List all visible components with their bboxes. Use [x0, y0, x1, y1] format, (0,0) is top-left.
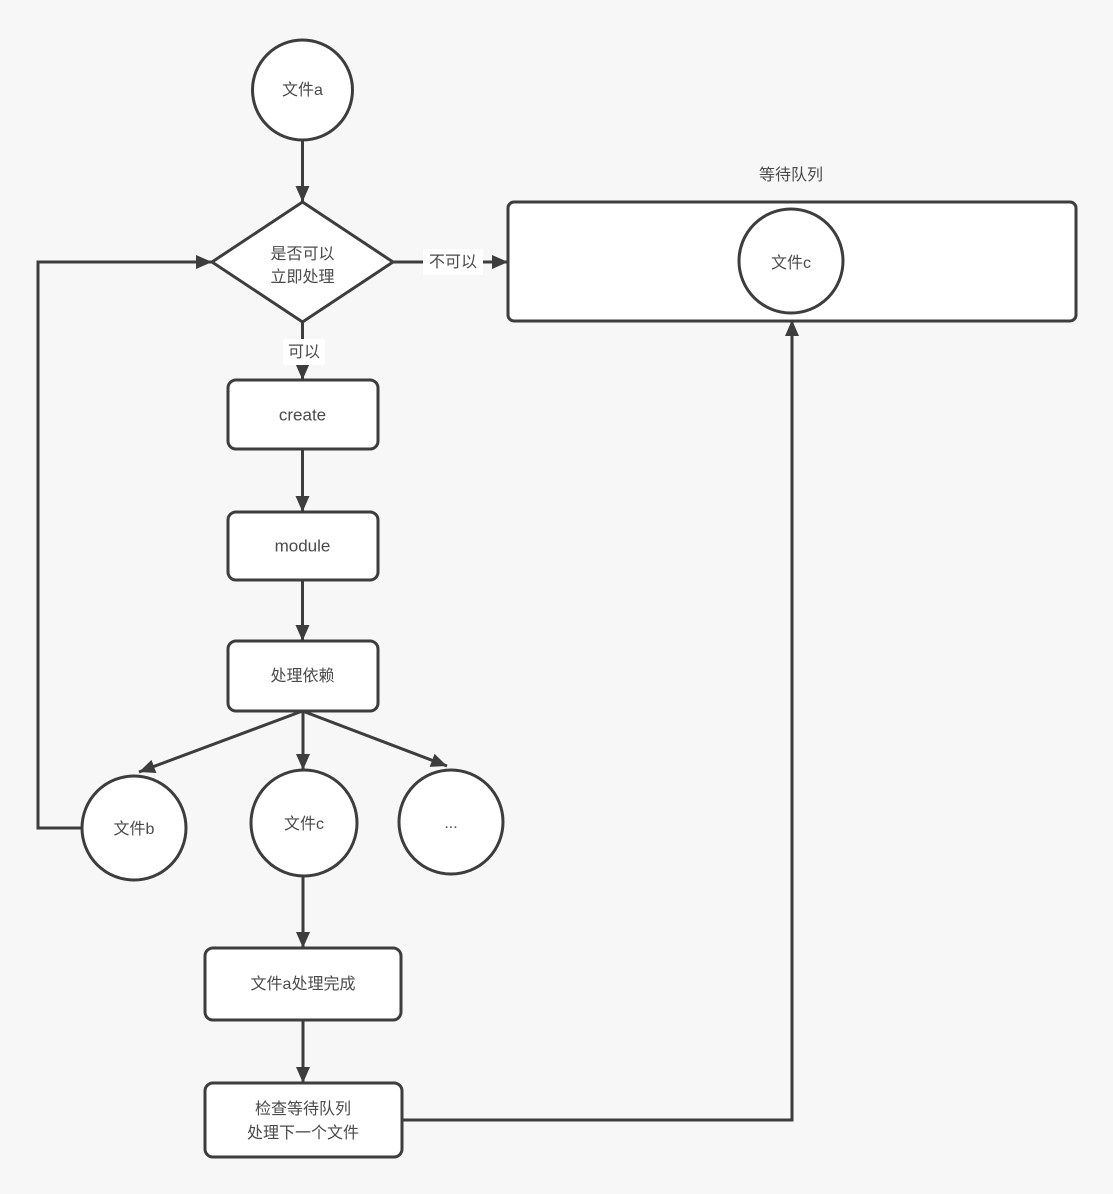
edge-deps-to-fileb [138, 709, 304, 774]
ellipsis-label: ... [444, 815, 457, 832]
decision-label-line1: 是否可以 [270, 246, 334, 263]
node-decision: 是否可以 立即处理 [209, 200, 396, 324]
done-label: 文件a处理完成 [251, 975, 356, 993]
queue-file-c-label: 文件c [771, 254, 811, 272]
create-label: create [279, 405, 326, 424]
edge-deps-to-ellipsis [301, 709, 448, 768]
check-queue-rect [203, 1081, 404, 1159]
decision-diamond [209, 200, 396, 324]
file-c-label: 文件c [284, 815, 324, 833]
create-rect [226, 378, 380, 451]
decision-label-line2: 立即处理 [270, 268, 334, 286]
node-done: 文件a处理完成 [203, 946, 403, 1022]
node-file-c: 文件c [249, 768, 359, 878]
node-file-a: 文件a [251, 38, 354, 142]
edge-label-can: 可以 [283, 339, 325, 365]
edges [36, 140, 799, 1122]
file-b-circle [80, 774, 188, 882]
node-module: module [226, 510, 380, 582]
check-queue-label-line2: 处理下一个文件 [247, 1124, 359, 1142]
cannot-label: 不可以 [429, 254, 477, 271]
node-create: create [226, 378, 380, 451]
process-deps-label: 处理依赖 [270, 667, 334, 685]
file-b-label: 文件b [114, 820, 155, 838]
check-queue-label-line1: 检查等待队列 [255, 1100, 351, 1118]
node-check-queue: 检查等待队列 处理下一个文件 [203, 1081, 404, 1159]
node-file-b: 文件b [80, 774, 188, 882]
cannot-label-bg [423, 249, 483, 275]
queue-file-c-circle [737, 207, 845, 315]
can-label: 可以 [288, 344, 320, 361]
process-deps-rect [226, 639, 380, 713]
edge-fileb-loop-to-decision [36, 255, 212, 830]
file-c-circle [249, 768, 359, 878]
module-label: module [275, 536, 331, 555]
node-process-deps: 处理依赖 [226, 639, 380, 713]
done-rect [203, 946, 403, 1022]
ellipsis-circle [397, 768, 505, 876]
module-rect [226, 510, 380, 582]
node-wait-queue: 等待队列 文件c [506, 166, 1078, 323]
wait-queue-title: 等待队列 [759, 166, 823, 184]
edge-label-cannot: 不可以 [423, 249, 483, 275]
edge-check-to-queue-item [401, 320, 799, 1122]
can-label-bg [283, 339, 325, 365]
file-a-label: 文件a [282, 81, 323, 99]
file-a-circle [251, 38, 354, 142]
node-ellipsis: ... [397, 768, 505, 876]
